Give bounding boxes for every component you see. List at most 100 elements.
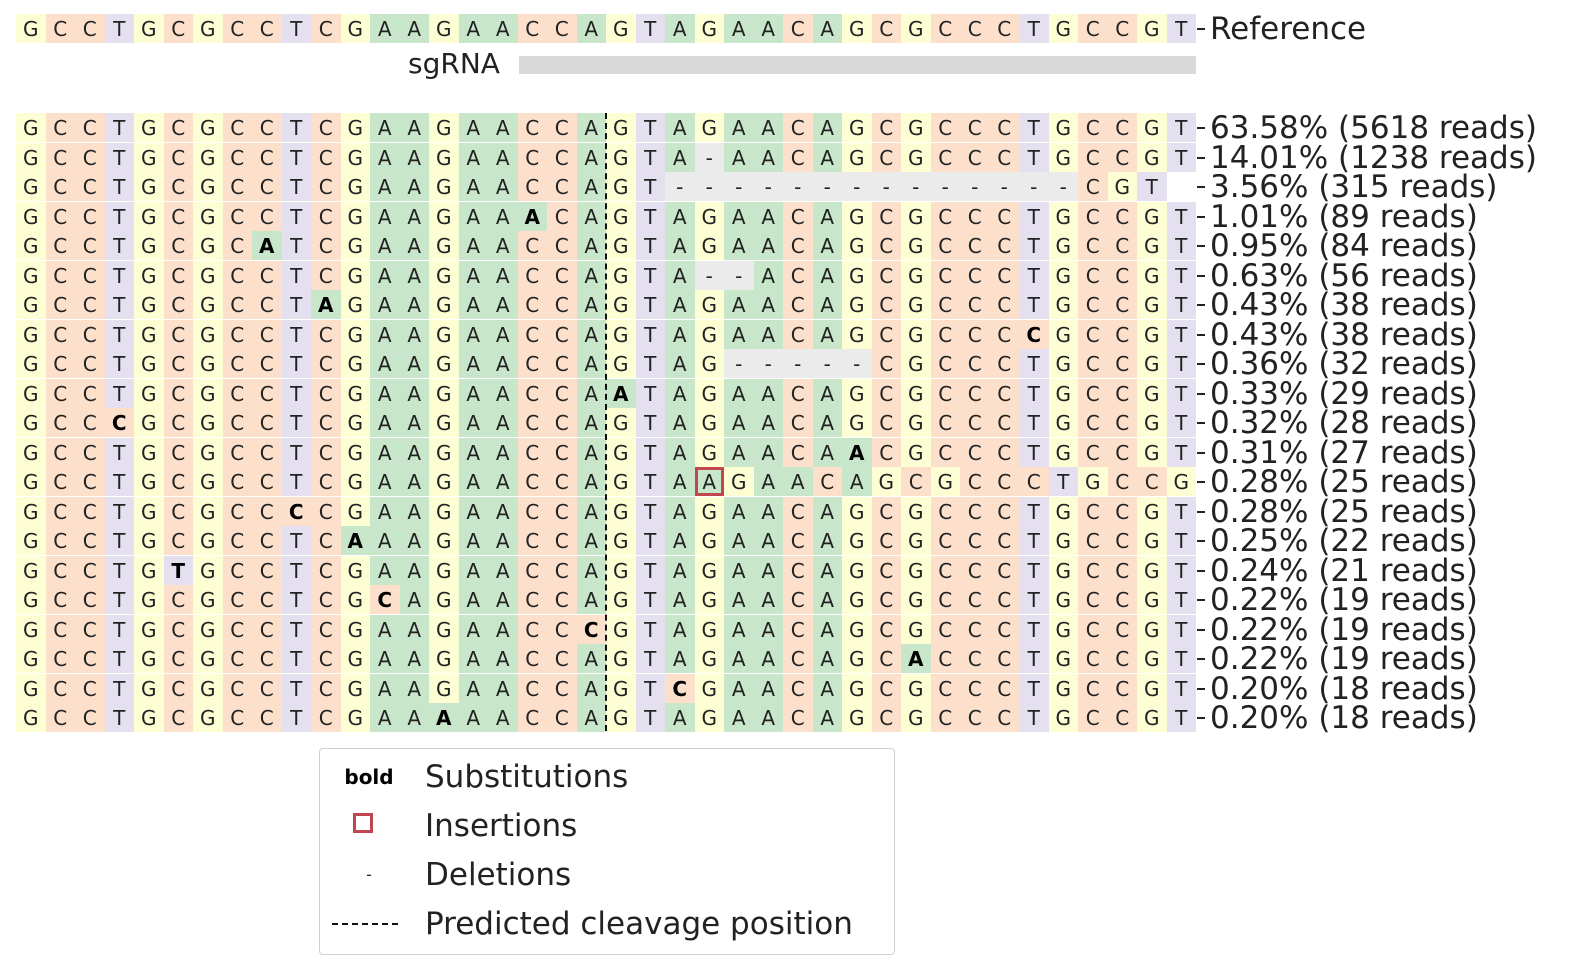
base-cell: C xyxy=(783,673,813,703)
base-cell: G xyxy=(429,172,459,201)
base-cell: C xyxy=(517,290,547,319)
base-cell: G xyxy=(134,142,164,172)
row-tick xyxy=(1197,186,1205,188)
legend-cleavage: Predicted cleavage position xyxy=(320,904,894,944)
base-cell: C xyxy=(960,14,990,43)
base-cell: T xyxy=(281,408,311,437)
allele-frequency-label: 0.22% (19 reads) xyxy=(1210,611,1478,648)
base-cell: A xyxy=(488,260,518,290)
base-cell: C xyxy=(517,467,547,496)
base-cell: T xyxy=(635,408,665,437)
base-cell: C xyxy=(1078,201,1108,231)
base-cell: G xyxy=(842,703,872,732)
sgrna-bar xyxy=(519,56,1196,74)
base-cell: C xyxy=(75,113,105,142)
base-cell: A xyxy=(399,555,429,585)
base-cell: A xyxy=(724,378,754,408)
base-cell: C xyxy=(163,319,193,349)
base-cell: A xyxy=(812,201,842,231)
base-cell: C xyxy=(871,201,901,231)
legend-bold-symbol: bold xyxy=(344,765,394,789)
base-cell: A xyxy=(399,703,429,732)
base-cell: C xyxy=(783,260,813,290)
base-cell: G xyxy=(1048,673,1078,703)
base-cell: T xyxy=(104,555,134,585)
legend-cleavage-label: Predicted cleavage position xyxy=(425,906,853,942)
base-cell: C xyxy=(1107,319,1137,349)
base-cell: G xyxy=(1137,231,1167,260)
base-cell: C xyxy=(989,290,1019,319)
base-cell: C xyxy=(783,585,813,614)
deletion-cell: - xyxy=(960,172,990,201)
base-cell: G xyxy=(901,201,931,231)
base-cell: G xyxy=(193,201,223,231)
base-cell: A xyxy=(399,585,429,614)
base-cell: G xyxy=(1137,290,1167,319)
base-cell: G xyxy=(16,467,46,496)
row-tick xyxy=(1197,422,1205,424)
base-cell: C xyxy=(517,673,547,703)
base-cell: C xyxy=(871,260,901,290)
base-cell: T xyxy=(281,172,311,201)
base-cell: G xyxy=(1137,496,1167,526)
base-cell: C xyxy=(311,172,341,201)
base-cell: A xyxy=(399,260,429,290)
base-cell: C xyxy=(871,113,901,142)
base-cell: C xyxy=(1107,201,1137,231)
base-cell: C xyxy=(930,290,960,319)
base-cell: T xyxy=(635,290,665,319)
base-cell: G xyxy=(193,172,223,201)
base-cell: A xyxy=(458,378,488,408)
base-cell: C xyxy=(547,14,577,43)
base-cell: C xyxy=(163,231,193,260)
base-cell: T xyxy=(1019,260,1049,290)
base-cell: G xyxy=(16,496,46,526)
base-cell: C xyxy=(871,526,901,555)
base-cell: C xyxy=(311,526,341,555)
base-cell: C xyxy=(222,467,252,496)
base-cell: C xyxy=(930,585,960,614)
base-cell: A xyxy=(399,614,429,644)
base-cell: A xyxy=(576,260,606,290)
sgrna-label: sgRNA xyxy=(408,47,500,80)
base-cell: C xyxy=(989,496,1019,526)
base-cell: C xyxy=(1078,14,1108,43)
base-cell: C xyxy=(1107,349,1137,378)
base-cell: C xyxy=(871,703,901,732)
legend-deletions-label: Deletions xyxy=(425,857,572,893)
base-cell: C xyxy=(75,378,105,408)
base-cell: A xyxy=(724,113,754,142)
base-cell: A xyxy=(665,113,695,142)
base-cell: A xyxy=(812,644,842,673)
base-cell: C xyxy=(222,142,252,172)
base-cell: G xyxy=(606,201,636,231)
base-cell: A xyxy=(399,201,429,231)
base-cell: C xyxy=(783,526,813,555)
base-cell: G xyxy=(134,231,164,260)
base-cell: A xyxy=(370,201,400,231)
legend-substitutions-label: Substitutions xyxy=(425,759,629,795)
base-cell: G xyxy=(842,555,872,585)
base-cell: C xyxy=(547,555,577,585)
base-cell: C xyxy=(45,644,75,673)
base-cell: C xyxy=(871,142,901,172)
base-cell: C xyxy=(783,703,813,732)
base-cell: A xyxy=(753,319,783,349)
base-cell: T xyxy=(1166,290,1196,319)
base-cell: C xyxy=(547,703,577,732)
base-cell: A xyxy=(753,378,783,408)
base-cell: T xyxy=(281,703,311,732)
base-cell: C xyxy=(547,349,577,378)
base-cell: A xyxy=(665,585,695,614)
base-cell: G xyxy=(901,703,931,732)
base-cell: G xyxy=(606,614,636,644)
base-cell: C xyxy=(871,614,901,644)
base-cell: A xyxy=(665,290,695,319)
base-cell: A xyxy=(724,142,754,172)
base-cell: C xyxy=(547,142,577,172)
base-cell: C xyxy=(222,437,252,467)
base-cell: T xyxy=(281,614,311,644)
base-cell: A xyxy=(370,290,400,319)
base-cell: A xyxy=(753,555,783,585)
base-cell: C xyxy=(1107,260,1137,290)
